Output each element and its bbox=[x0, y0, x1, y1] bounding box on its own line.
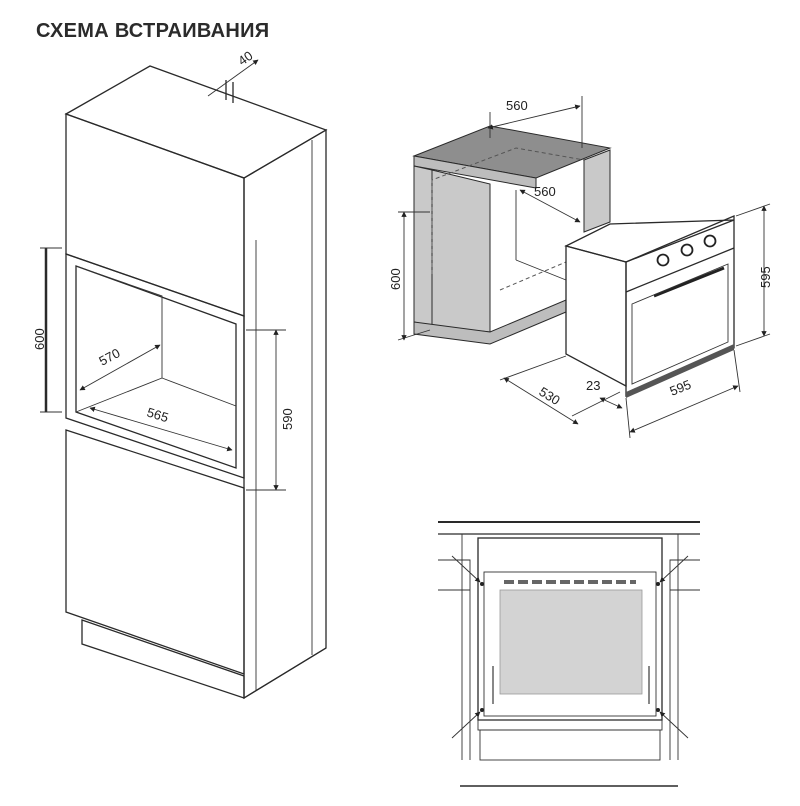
dim-590-label: 590 bbox=[280, 408, 295, 430]
dim-595-height-label: 595 bbox=[758, 266, 773, 288]
dim-565-label: 565 bbox=[145, 405, 170, 426]
dim-560-inner-label: 560 bbox=[534, 184, 556, 199]
tall-cabinet bbox=[64, 65, 328, 700]
dim-570-label: 570 bbox=[96, 345, 122, 368]
dim-600-niche: 600 bbox=[388, 211, 431, 341]
dim-40: 40 bbox=[207, 48, 259, 97]
dim-530-label: 530 bbox=[536, 384, 562, 408]
dim-595-width-label: 595 bbox=[668, 377, 694, 399]
dim-560-inner: 560 bbox=[519, 184, 581, 223]
dim-590: 590 bbox=[246, 329, 295, 491]
dim-595-width: 595 bbox=[625, 349, 741, 439]
dim-560-top-label: 560 bbox=[506, 98, 528, 113]
dim-23-label: 23 bbox=[586, 378, 600, 393]
dim-600-cabinet: 600 bbox=[32, 247, 62, 413]
knob-icon bbox=[703, 234, 717, 248]
niche-box bbox=[412, 125, 612, 345]
knob-icon bbox=[656, 253, 670, 267]
dim-23: 23 bbox=[571, 378, 623, 417]
oven-unit bbox=[564, 215, 735, 398]
dim-600-cabinet-label: 600 bbox=[32, 328, 47, 350]
oven-window bbox=[499, 589, 643, 695]
dim-530: 530 bbox=[499, 355, 579, 425]
dim-600-niche-label: 600 bbox=[388, 268, 403, 290]
dim-560-top: 560 bbox=[487, 96, 583, 148]
dim-595-height: 595 bbox=[735, 203, 773, 347]
front-mount-view bbox=[438, 521, 700, 787]
diagram-title: СХЕМА ВСТРАИВАНИЯ bbox=[36, 20, 270, 42]
dim-40-label: 40 bbox=[235, 48, 255, 69]
dim-565: 565 bbox=[89, 405, 233, 452]
knob-icon bbox=[680, 243, 694, 257]
